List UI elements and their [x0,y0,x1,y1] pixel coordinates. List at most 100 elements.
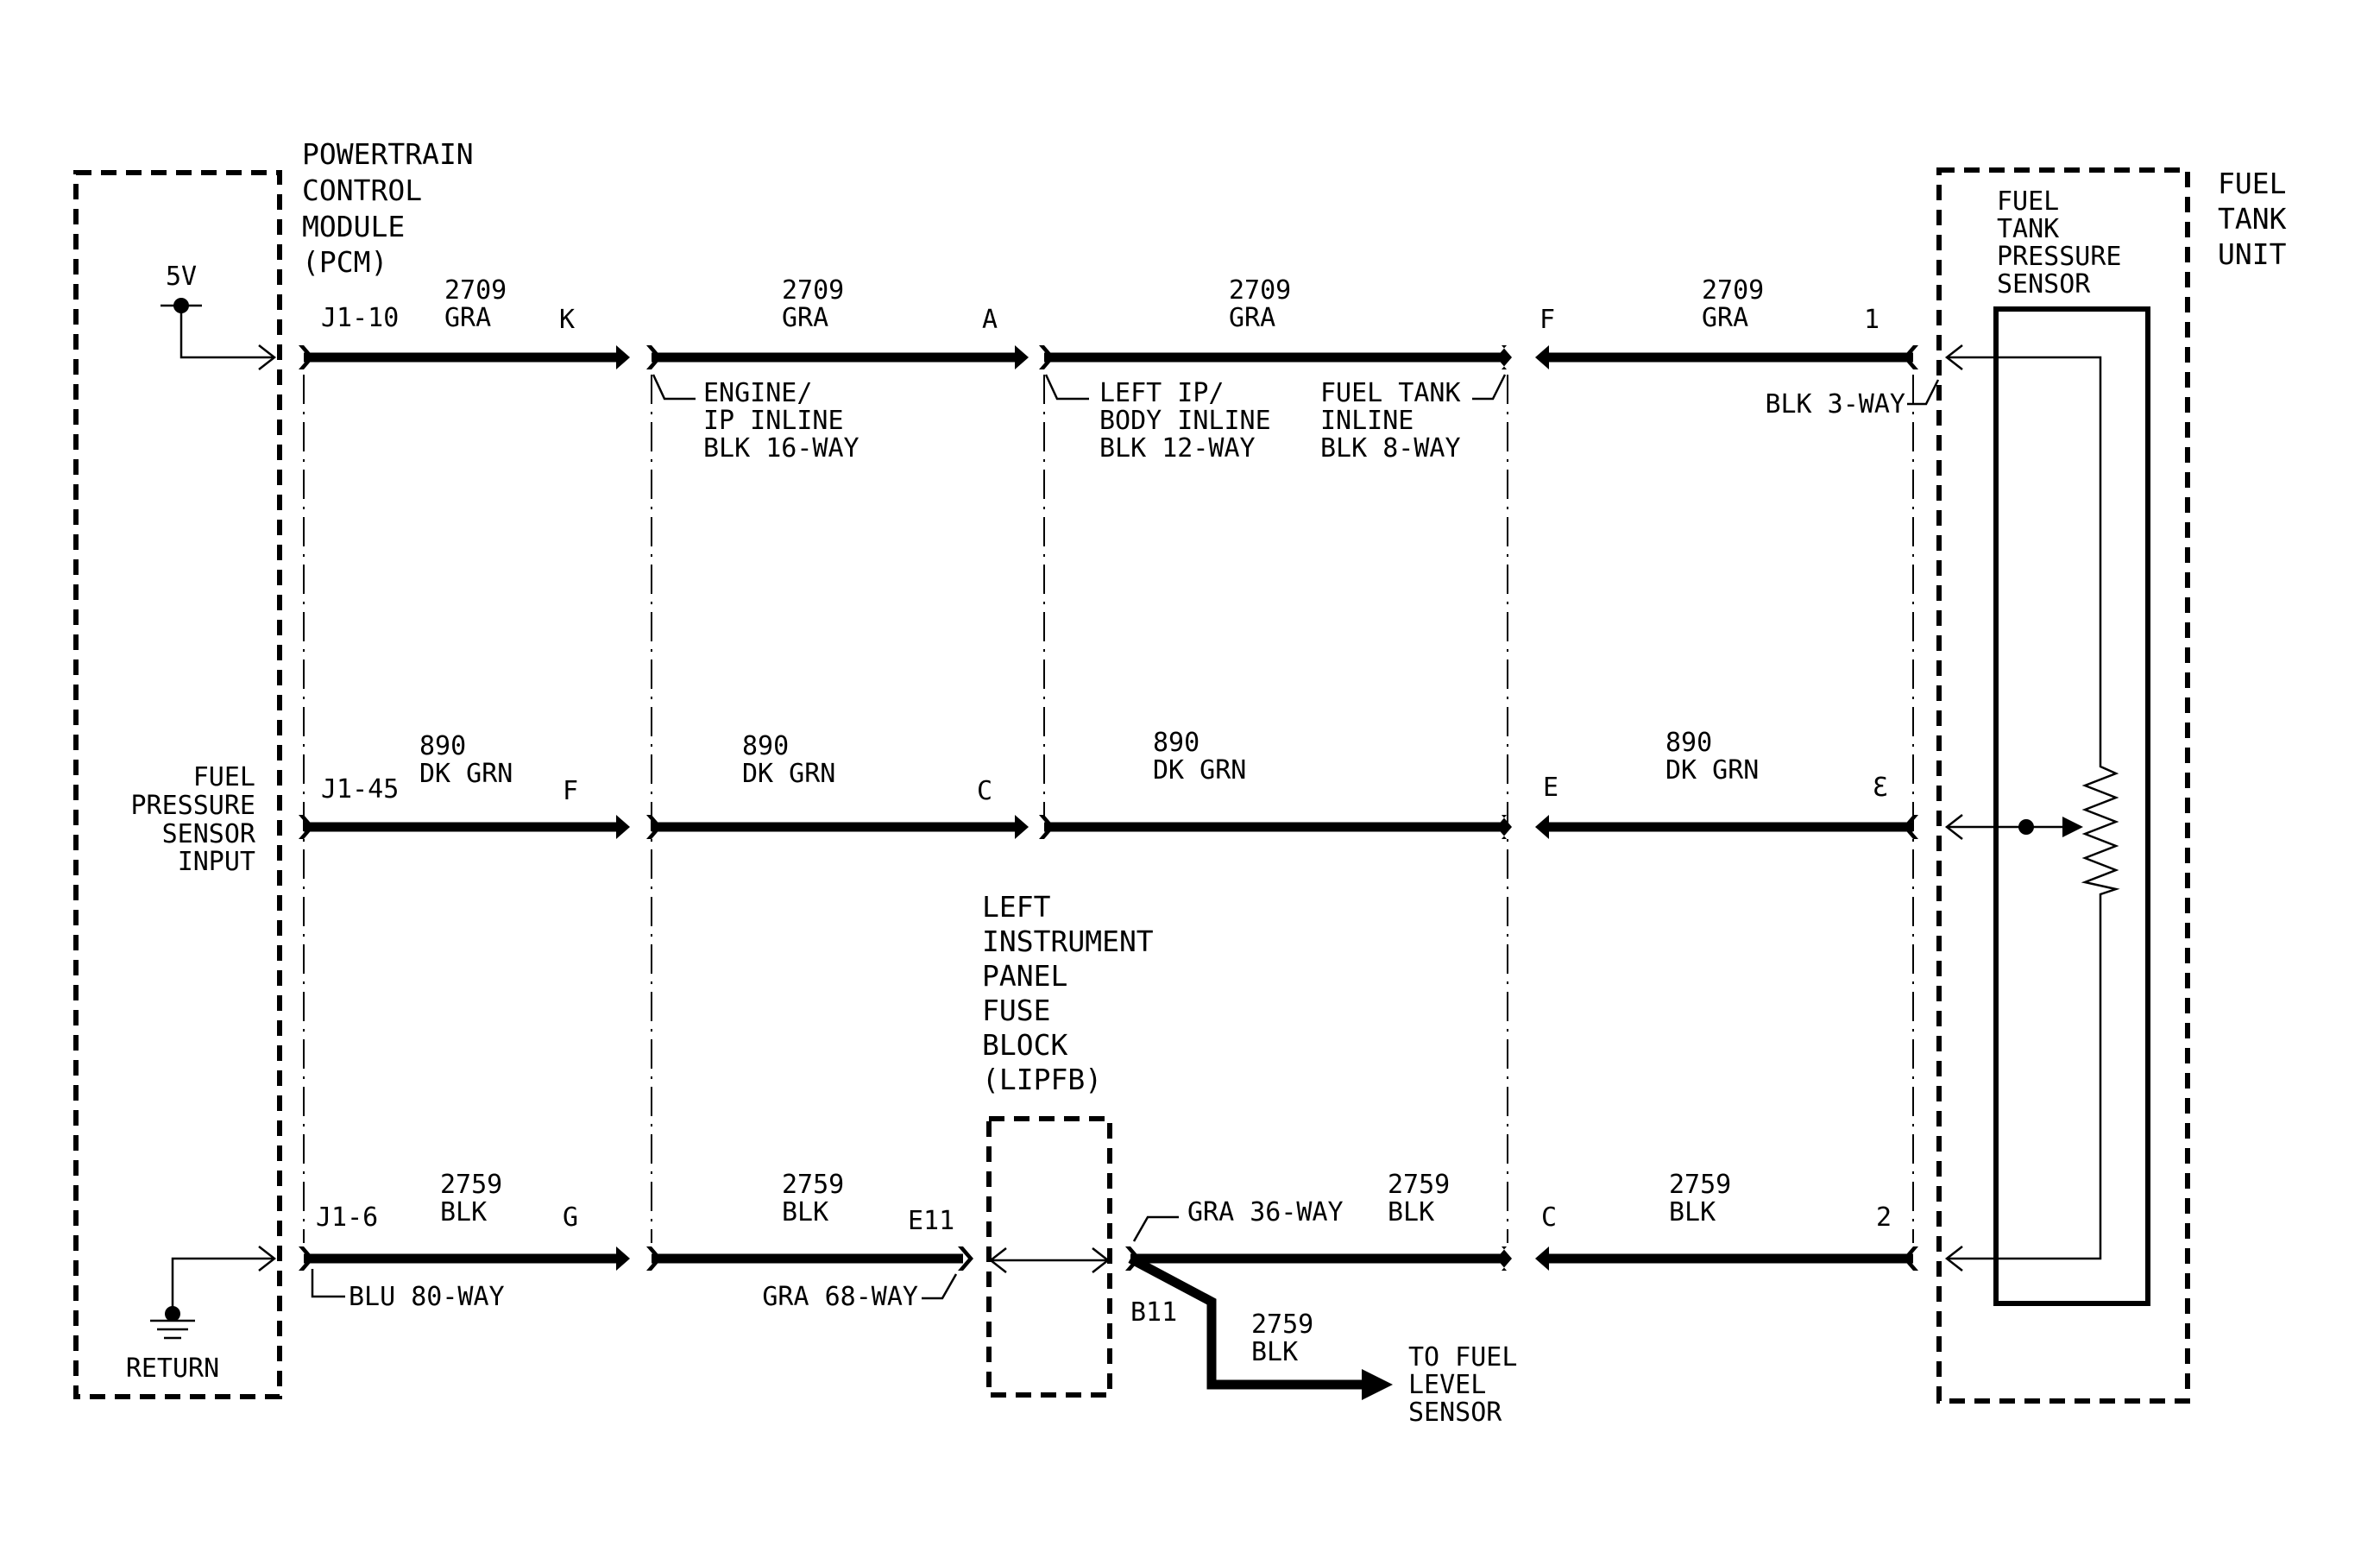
fuel-tank-unit: FUEL TANK UNIT FUEL TANK PRESSURE SENSOR… [1765,167,2287,1404]
to-fuel-level-line3: SENSOR [1408,1398,1502,1428]
pin-a: A [982,305,998,335]
pin-j1-6: J1-6 [316,1202,378,1233]
connector-separation-lines [303,375,1914,1243]
fuel-tank-inline-label-line3: BLK 8-WAY [1320,433,1461,464]
circuit-890-number-4: 890 [1665,728,1712,758]
engine-ip-label-line1: ENGINE/ [703,378,812,408]
fuel-tank-inline-label-line2: INLINE [1320,406,1414,436]
circuit-2709-number-1: 2709 [444,275,507,306]
lipfb-36way-leader [1132,1215,1179,1242]
fuel-tank-inline-leader [1472,374,1507,401]
pin-g: G [563,1202,578,1233]
terminal-icon [1903,345,1918,369]
left-ip-body-label-line1: LEFT IP/ [1099,378,1225,408]
pin-j1-45: J1-45 [321,774,399,805]
potentiometer-icon [2081,756,2120,905]
terminal-icon [1903,815,1918,839]
circuit-2759-color-2: BLK [782,1197,828,1227]
female-terminal-icon [1535,345,1549,369]
male-terminal-icon [616,1246,630,1271]
terminal-icon [299,1246,314,1271]
female-terminal-icon [1535,1246,1549,1271]
circuit-890-color-4: DK GRN [1665,755,1759,786]
pcm-connector-leader [311,1269,345,1298]
terminal-icon [1039,815,1055,839]
terminal-icon [958,1246,973,1271]
circuit-2759-number-2: 2759 [782,1170,844,1200]
sensor-title-line1: FUEL [1997,186,2059,217]
lipfb-68way-leader [922,1273,958,1300]
pin-c-body: C [977,776,992,806]
input-label-line4: INPUT [178,847,255,877]
circuit-2759-number-branch: 2759 [1251,1309,1313,1340]
sensor-title-line4: SENSOR [1997,269,2091,300]
input-label-line3: SENSOR [162,819,256,849]
pin-e-tank: E [1543,773,1558,803]
circuit-2759-color-3: BLK [1388,1197,1434,1227]
fuel-tank-unit-title-line3: UNIT [2218,237,2287,271]
terminal-icon [1039,345,1055,369]
circuit-890-color-3: DK GRN [1153,755,1246,786]
lipfb-boundary [986,1116,1112,1398]
supply-terminal-icon [258,344,277,370]
circuit-890-number-2: 890 [742,731,789,761]
pcm-boundary [73,170,282,1399]
circuit-2759: 2759 BLK TO FUEL LEVEL SENSOR J1-6 2759 … [299,1170,1918,1428]
engine-ip-label-line3: BLK 16-WAY [703,433,859,464]
fuel-tank-unit-title-line1: FUEL [2218,167,2286,200]
circuit-2709-number-2: 2709 [782,275,844,306]
pin-f-tank: F [1539,305,1555,335]
pcm-title-line1: POWERTRAIN [302,137,474,171]
sensor-terminal-2-icon [1944,1246,1963,1272]
terminal-icon [299,815,314,839]
sensor-terminal-1-icon [1944,344,1963,370]
circuit-2709-number-3: 2709 [1229,275,1291,306]
pin-2: 2 [1876,1202,1892,1233]
circuit-2759-color-1: BLK [440,1197,487,1227]
fuel-tank-unit-boundary [1936,167,2190,1404]
pcm-connector-label: BLU 80-WAY [349,1282,505,1312]
sensor-connector-label: BLK 3-WAY [1765,389,1905,420]
pin-e11: E11 [908,1206,954,1236]
circuit-2709-number-4: 2709 [1702,275,1764,306]
pin-j1-10: J1-10 [321,303,399,333]
inline-connector-callouts: ENGINE/ IP INLINE BLK 16-WAY LEFT IP/ BO… [652,374,1507,464]
input-label-line2: PRESSURE [131,791,256,821]
circuit-2709-color-4: GRA [1702,303,1748,333]
to-fuel-level-line1: TO FUEL [1408,1342,1517,1373]
fuel-tank-inline-label-line1: FUEL TANK [1320,378,1461,408]
circuit-2759-number-3: 2759 [1388,1170,1450,1200]
branch-arrow-icon [1362,1369,1393,1400]
terminal-icon [646,815,662,839]
input-label-line1: FUEL [193,762,255,792]
lipfb-terminal-icon [1092,1247,1111,1273]
supply-lead [179,306,274,359]
return-label: RETURN [126,1354,219,1384]
circuit-2759-color-4: BLK [1669,1197,1716,1227]
female-terminal-icon [1535,815,1549,839]
terminal-icon [299,345,314,369]
circuit-2759-number-4: 2759 [1669,1170,1731,1200]
terminal-icon [1903,1246,1918,1271]
lipfb-module: LEFT INSTRUMENT PANEL FUSE BLOCK (LIPFB) [982,890,1154,1398]
male-terminal-icon [616,345,630,369]
pin-c-tank: C [1541,1202,1557,1233]
left-ip-body-label-line3: BLK 12-WAY [1099,433,1256,464]
circuit-890: J1-45 890 DK GRN F 890 DK GRN C 890 DK G… [299,728,1918,839]
terminal-icon [1496,345,1512,369]
lipfb-title-line2: INSTRUMENT [982,924,1154,958]
circuit-890-number-3: 890 [1153,728,1199,758]
pin-b11: B11 [1130,1297,1177,1328]
lipfb-68way-label: GRA 68-WAY [762,1282,918,1312]
left-ip-body-label-line2: BODY INLINE [1099,406,1271,436]
engine-ip-label-line2: IP INLINE [703,406,844,436]
lipfb-title-line5: BLOCK [982,1028,1067,1062]
circuit-2709: J1-10 2709 GRA K 2709 GRA A 2709 GRA F 2… [299,275,1918,369]
lipfb-title-line4: FUSE [982,994,1050,1027]
terminal-icon [1496,1246,1512,1271]
lipfb-terminal-icon [988,1247,1007,1273]
ground-icon [150,1319,195,1340]
lipfb-title-line6: (LIPFB) [982,1063,1102,1096]
pcm-title-line3: MODULE [302,210,405,243]
